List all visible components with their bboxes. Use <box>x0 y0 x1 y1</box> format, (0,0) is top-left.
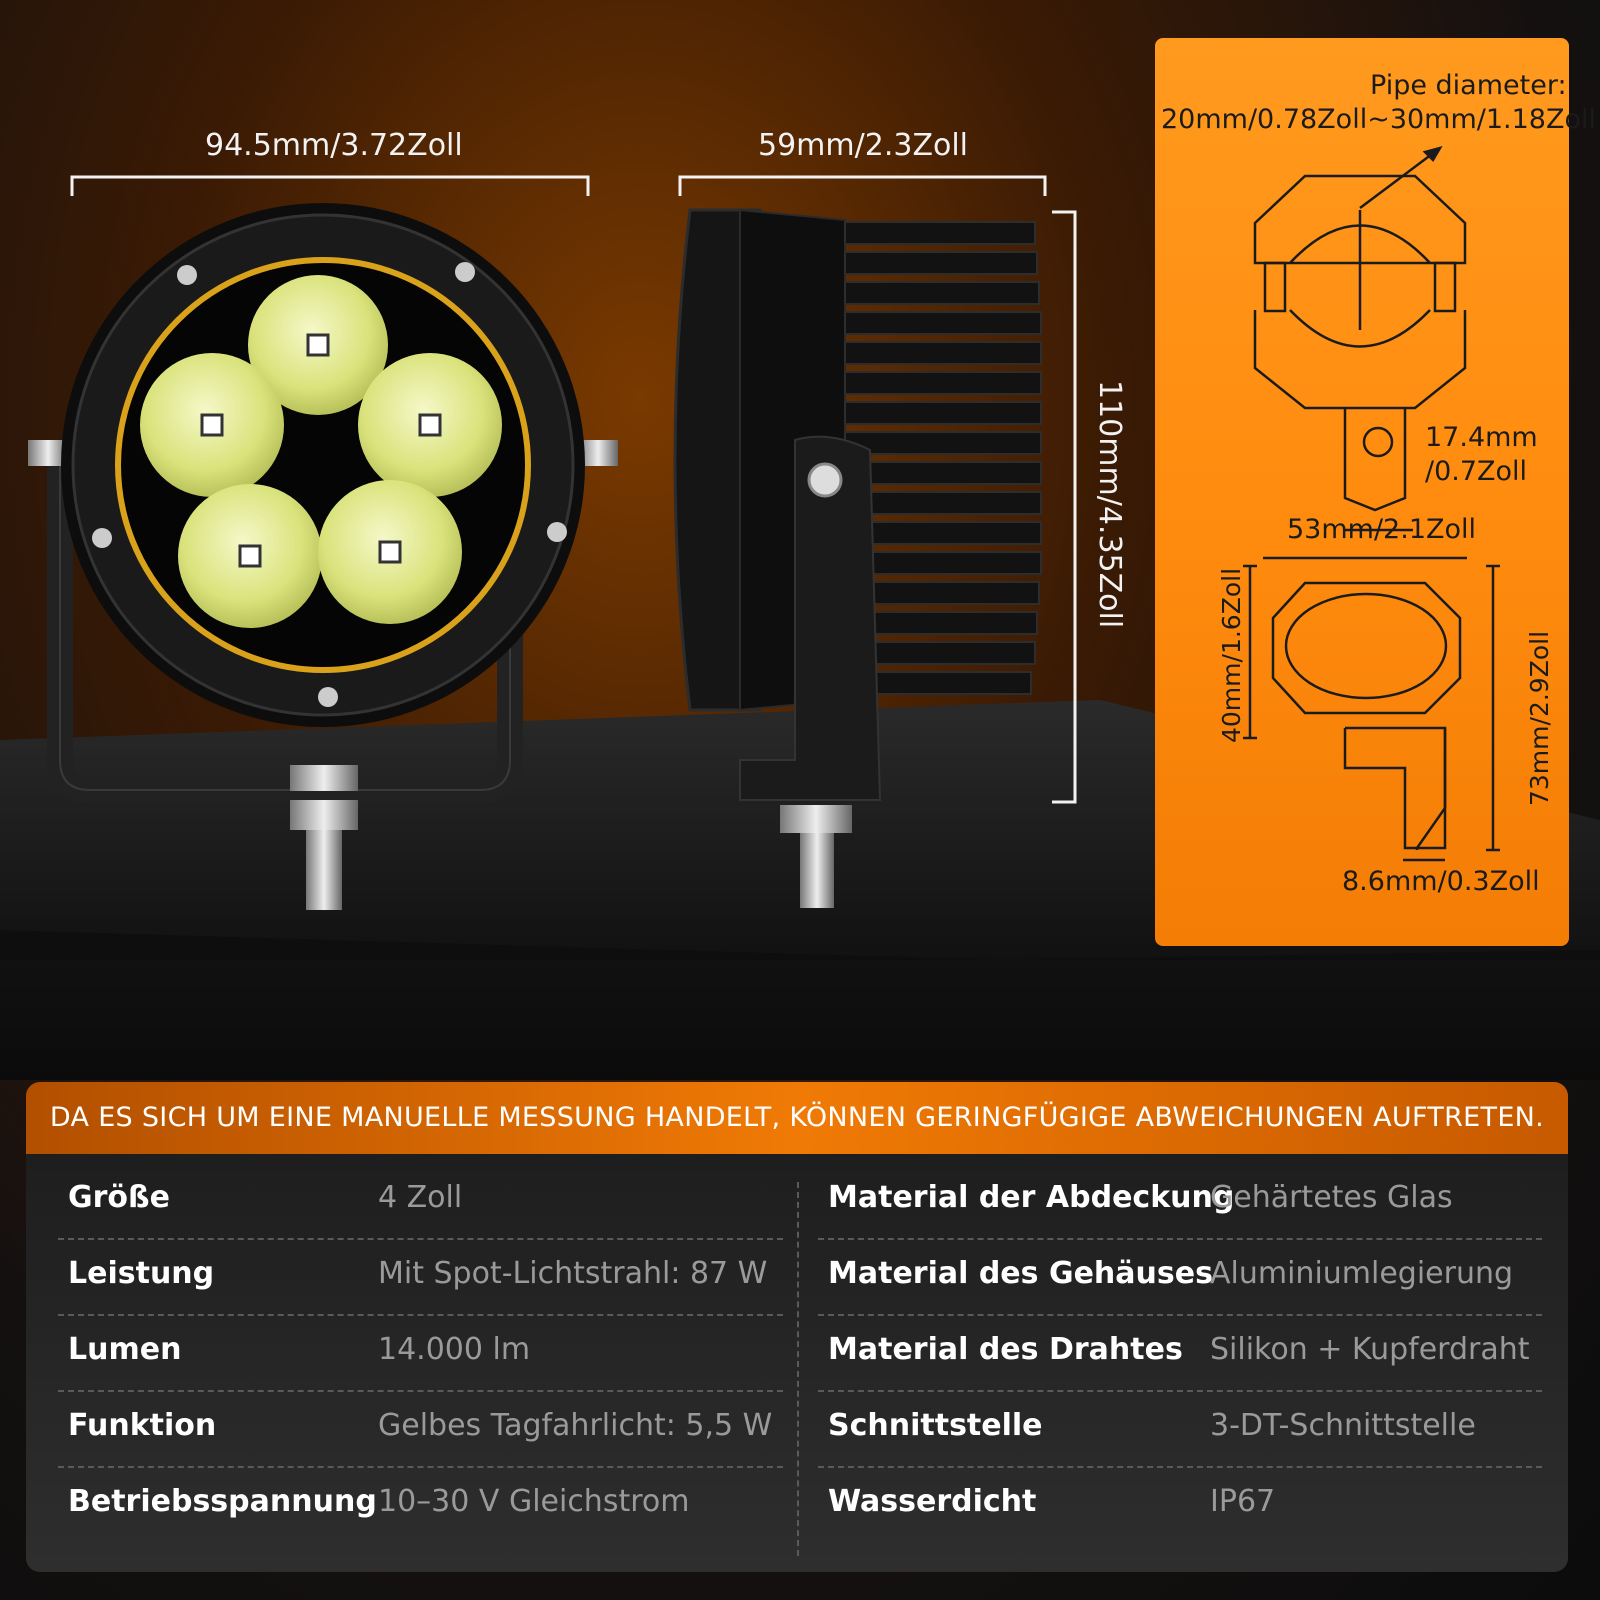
spec-value: 14.000 lm <box>378 1332 531 1367</box>
spec-row: Schnittstelle 3-DT-Schnittstelle <box>818 1392 1542 1468</box>
spec-value: Gelbes Tagfahrlicht: 5,5 W <box>378 1408 773 1443</box>
spec-value: Gehärtetes Glas <box>1210 1180 1453 1215</box>
dimension-lines <box>70 175 1077 804</box>
lens-top <box>248 275 388 415</box>
spec-label: Leistung <box>68 1256 215 1291</box>
side-depth-dimension: 59mm/2.3Zoll <box>758 128 969 163</box>
spec-label: Material des Drahtes <box>828 1332 1183 1367</box>
total-height-dimension: 73mm/2.9Zoll <box>1525 630 1554 806</box>
spec-label: Größe <box>68 1180 170 1215</box>
hole-width-line2: /0.7Zoll <box>1425 456 1528 487</box>
lens-bottom-right <box>318 480 462 624</box>
pipe-diameter-range: 20mm/0.78Zoll~30mm/1.18Zoll <box>1161 104 1597 135</box>
spec-row: Material des Gehäuses Aluminiumlegierung <box>818 1240 1542 1316</box>
spec-body: Größe 4 Zoll Leistung Mit Spot-Lichtstra… <box>26 1154 1568 1572</box>
lens-right <box>358 353 502 497</box>
spec-label: Funktion <box>68 1408 217 1443</box>
spec-value: Mit Spot-Lichtstrahl: 87 W <box>378 1256 768 1291</box>
spec-label: Wasserdicht <box>828 1484 1037 1519</box>
spec-value: Aluminiumlegierung <box>1210 1256 1514 1291</box>
spec-row: Betriebsspannung 10–30 V Gleichstrom <box>58 1468 783 1542</box>
spec-value: Silikon + Kupferdraht <box>1210 1332 1530 1367</box>
spec-row: Leistung Mit Spot-Lichtstrahl: 87 W <box>58 1240 783 1316</box>
spec-value: IP67 <box>1210 1484 1276 1519</box>
spec-row: Material der Abdeckung Gehärtetes Glas <box>818 1164 1542 1240</box>
column-divider <box>797 1182 799 1556</box>
spec-row: Größe 4 Zoll <box>58 1164 783 1240</box>
spec-row: Material des Drahtes Silikon + Kupferdra… <box>818 1316 1542 1392</box>
clamp-width-dimension: 53mm/2.1Zoll <box>1287 514 1477 545</box>
spec-label: Material der Abdeckung <box>828 1180 1235 1215</box>
lens-bottom-left <box>178 484 322 628</box>
tab-thickness-dimension: 8.6mm/0.3Zoll <box>1342 866 1540 897</box>
spec-row: Funktion Gelbes Tagfahrlicht: 5,5 W <box>58 1392 783 1468</box>
spec-label: Betriebsspannung <box>68 1484 377 1519</box>
bracket-detail-panel: Pipe diameter: 20mm/0.78Zoll~30mm/1.18Zo… <box>1155 38 1596 946</box>
spec-value: 3-DT-Schnittstelle <box>1210 1408 1476 1443</box>
spec-label: Lumen <box>68 1332 182 1367</box>
spec-table: DA ES SICH UM EINE MANUELLE MESSUNG HAND… <box>26 1082 1568 1572</box>
spec-label: Material des Gehäuses <box>828 1256 1213 1291</box>
height-dimension: 110mm/4.35Zoll <box>1092 380 1127 629</box>
disclaimer-text: DA ES SICH UM EINE MANUELLE MESSUNG HAND… <box>49 1102 1545 1133</box>
bracket-drawing <box>1243 146 1500 862</box>
spec-value: 4 Zoll <box>378 1180 463 1215</box>
front-width-dimension: 94.5mm/3.72Zoll <box>205 128 463 163</box>
spec-label: Schnittstelle <box>828 1408 1043 1443</box>
clamp-height-dimension: 40mm/1.6Zoll <box>1217 567 1246 743</box>
lens-left <box>140 353 284 497</box>
side-view-light <box>673 208 1042 908</box>
disclaimer-bar: DA ES SICH UM EINE MANUELLE MESSUNG HAND… <box>26 1082 1568 1154</box>
pipe-diameter-label: Pipe diameter: <box>1370 70 1567 101</box>
hole-width-line1: 17.4mm <box>1425 422 1538 453</box>
front-view-light <box>28 203 618 910</box>
spec-row: Lumen 14.000 lm <box>58 1316 783 1392</box>
spec-value: 10–30 V Gleichstrom <box>378 1484 690 1519</box>
spec-row: Wasserdicht IP67 <box>818 1468 1542 1542</box>
